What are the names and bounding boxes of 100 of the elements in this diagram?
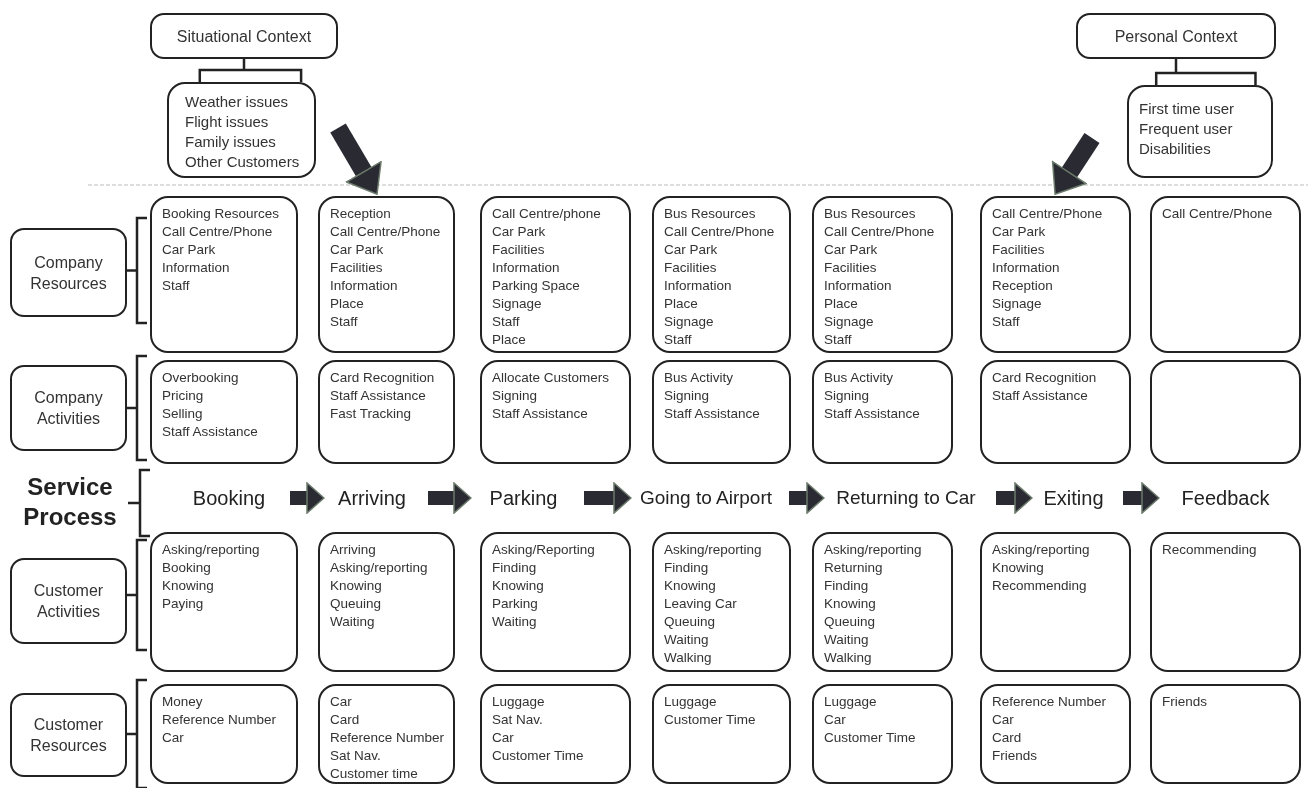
process-step-label: Returning to Car bbox=[816, 480, 996, 516]
list-item-text: Facilities bbox=[664, 259, 717, 277]
list-item-text: Information bbox=[330, 277, 398, 295]
list-item-text: Finding bbox=[664, 559, 709, 577]
list-item-text: Call Centre/Phone bbox=[330, 223, 441, 241]
content-box bbox=[812, 360, 953, 464]
list-item-text: Queuing bbox=[824, 613, 876, 631]
content-box bbox=[1150, 196, 1301, 353]
list-item-text: Knowing bbox=[992, 559, 1044, 577]
list-item-text: Knowing bbox=[824, 595, 876, 613]
content-box bbox=[318, 360, 455, 464]
list-item-text: Call Centre/Phone bbox=[162, 223, 273, 241]
list-item-text: Customer Time bbox=[824, 729, 916, 747]
list-item-text: Staff bbox=[992, 313, 1020, 331]
list-item-text: Knowing bbox=[330, 577, 382, 595]
list-item-text: Customer time bbox=[330, 765, 418, 783]
content-box bbox=[980, 196, 1131, 353]
process-step-label: Booking bbox=[168, 480, 290, 516]
list-item-text: Card Recognition bbox=[992, 369, 1097, 387]
list-item-text: Customer Time bbox=[492, 747, 584, 765]
list-item-text: Asking/reporting bbox=[330, 559, 428, 577]
list-item-text: Car bbox=[492, 729, 514, 747]
list-item-text: Signage bbox=[992, 295, 1042, 313]
list-item-text: Asking/reporting bbox=[824, 541, 922, 559]
list-item-text: Information bbox=[992, 259, 1060, 277]
content-box bbox=[652, 532, 791, 672]
list-item-text: Friends bbox=[1162, 693, 1207, 711]
content-box bbox=[150, 196, 298, 353]
context-detail-box bbox=[1127, 85, 1273, 178]
bracket-connector bbox=[1154, 57, 1257, 87]
list-item-text: Asking/reporting bbox=[162, 541, 260, 559]
list-item-text: Leaving Car bbox=[664, 595, 737, 613]
list-item-text: Booking bbox=[162, 559, 211, 577]
list-item-text: Family issues bbox=[185, 132, 276, 152]
list-item-text: Finding bbox=[492, 559, 537, 577]
list-item-text: Staff bbox=[162, 277, 190, 295]
list-item-text: Reference Number bbox=[992, 693, 1107, 711]
content-box bbox=[480, 532, 631, 672]
content-box bbox=[318, 532, 455, 672]
list-item-text: Staff Assistance bbox=[162, 423, 258, 441]
list-item-text: Place bbox=[492, 331, 526, 349]
list-item-text: Card Recognition bbox=[330, 369, 435, 387]
context-detail-box bbox=[167, 82, 316, 178]
row-header-box: Company Resources bbox=[10, 228, 127, 317]
content-box bbox=[150, 360, 298, 464]
list-item-text: Information bbox=[664, 277, 732, 295]
arrow bbox=[1051, 133, 1100, 196]
list-item-text: Waiting bbox=[664, 631, 709, 649]
list-item-text: Bus Resources bbox=[824, 205, 916, 223]
list-item-text: Signing bbox=[664, 387, 710, 405]
content-box bbox=[812, 196, 953, 353]
list-item-text: Facilities bbox=[824, 259, 877, 277]
list-item-text: Staff bbox=[664, 331, 692, 349]
list-item-text: Call Centre/Phone bbox=[992, 205, 1103, 223]
process-step-label: Arriving bbox=[316, 480, 428, 516]
list-item-text: Staff Assistance bbox=[824, 405, 920, 423]
list-item-text: Queuing bbox=[664, 613, 716, 631]
list-item-text: Reception bbox=[992, 277, 1053, 295]
list-item-text: Waiting bbox=[824, 631, 869, 649]
list-item-text: Staff bbox=[824, 331, 852, 349]
list-item-text: Staff Assistance bbox=[492, 405, 588, 423]
content-box bbox=[480, 196, 631, 353]
list-item-text: Car bbox=[824, 711, 846, 729]
list-item-text: Luggage bbox=[664, 693, 717, 711]
list-item-text: Knowing bbox=[492, 577, 544, 595]
list-item-text: Signage bbox=[492, 295, 542, 313]
list-item-text: Other Customers bbox=[185, 152, 300, 172]
list-item-text: Customer Time bbox=[664, 711, 756, 729]
content-box bbox=[980, 360, 1131, 464]
list-item-text: Information bbox=[162, 259, 230, 277]
content-box bbox=[980, 532, 1131, 672]
list-item-text: Returning bbox=[824, 559, 883, 577]
list-item-text: Place bbox=[824, 295, 858, 313]
list-item-text: Staff bbox=[492, 313, 520, 331]
list-item-text: Bus Resources bbox=[664, 205, 756, 223]
list-item-text: Recommending bbox=[1162, 541, 1257, 559]
content-box bbox=[652, 196, 791, 353]
list-item-text: Signing bbox=[824, 387, 870, 405]
list-item-text: Walking bbox=[664, 649, 712, 667]
list-item-text: Sat Nav. bbox=[492, 711, 543, 729]
list-item-text: Car bbox=[992, 711, 1014, 729]
list-item-text: Paying bbox=[162, 595, 204, 613]
list-item-text: Car Park bbox=[824, 241, 878, 259]
content-box bbox=[150, 684, 298, 784]
list-item-text: Facilities bbox=[492, 241, 545, 259]
content-box bbox=[1150, 684, 1301, 784]
list-item-text: Luggage bbox=[824, 693, 877, 711]
list-item-text: Finding bbox=[824, 577, 869, 595]
content-box bbox=[318, 196, 455, 353]
list-item-text: Call Centre/phone bbox=[492, 205, 601, 223]
list-item-text: Facilities bbox=[330, 259, 383, 277]
list-item-text: Asking/Reporting bbox=[492, 541, 595, 559]
list-item-text: Card bbox=[992, 729, 1022, 747]
list-item-text: Asking/reporting bbox=[992, 541, 1090, 559]
list-item-text: Flight issues bbox=[185, 112, 269, 132]
list-item-text: Knowing bbox=[664, 577, 716, 595]
list-item-text: Staff Assistance bbox=[992, 387, 1088, 405]
list-item-text: Reference Number bbox=[162, 711, 277, 729]
list-item-text: Car bbox=[330, 693, 352, 711]
list-item-text: Walking bbox=[824, 649, 872, 667]
